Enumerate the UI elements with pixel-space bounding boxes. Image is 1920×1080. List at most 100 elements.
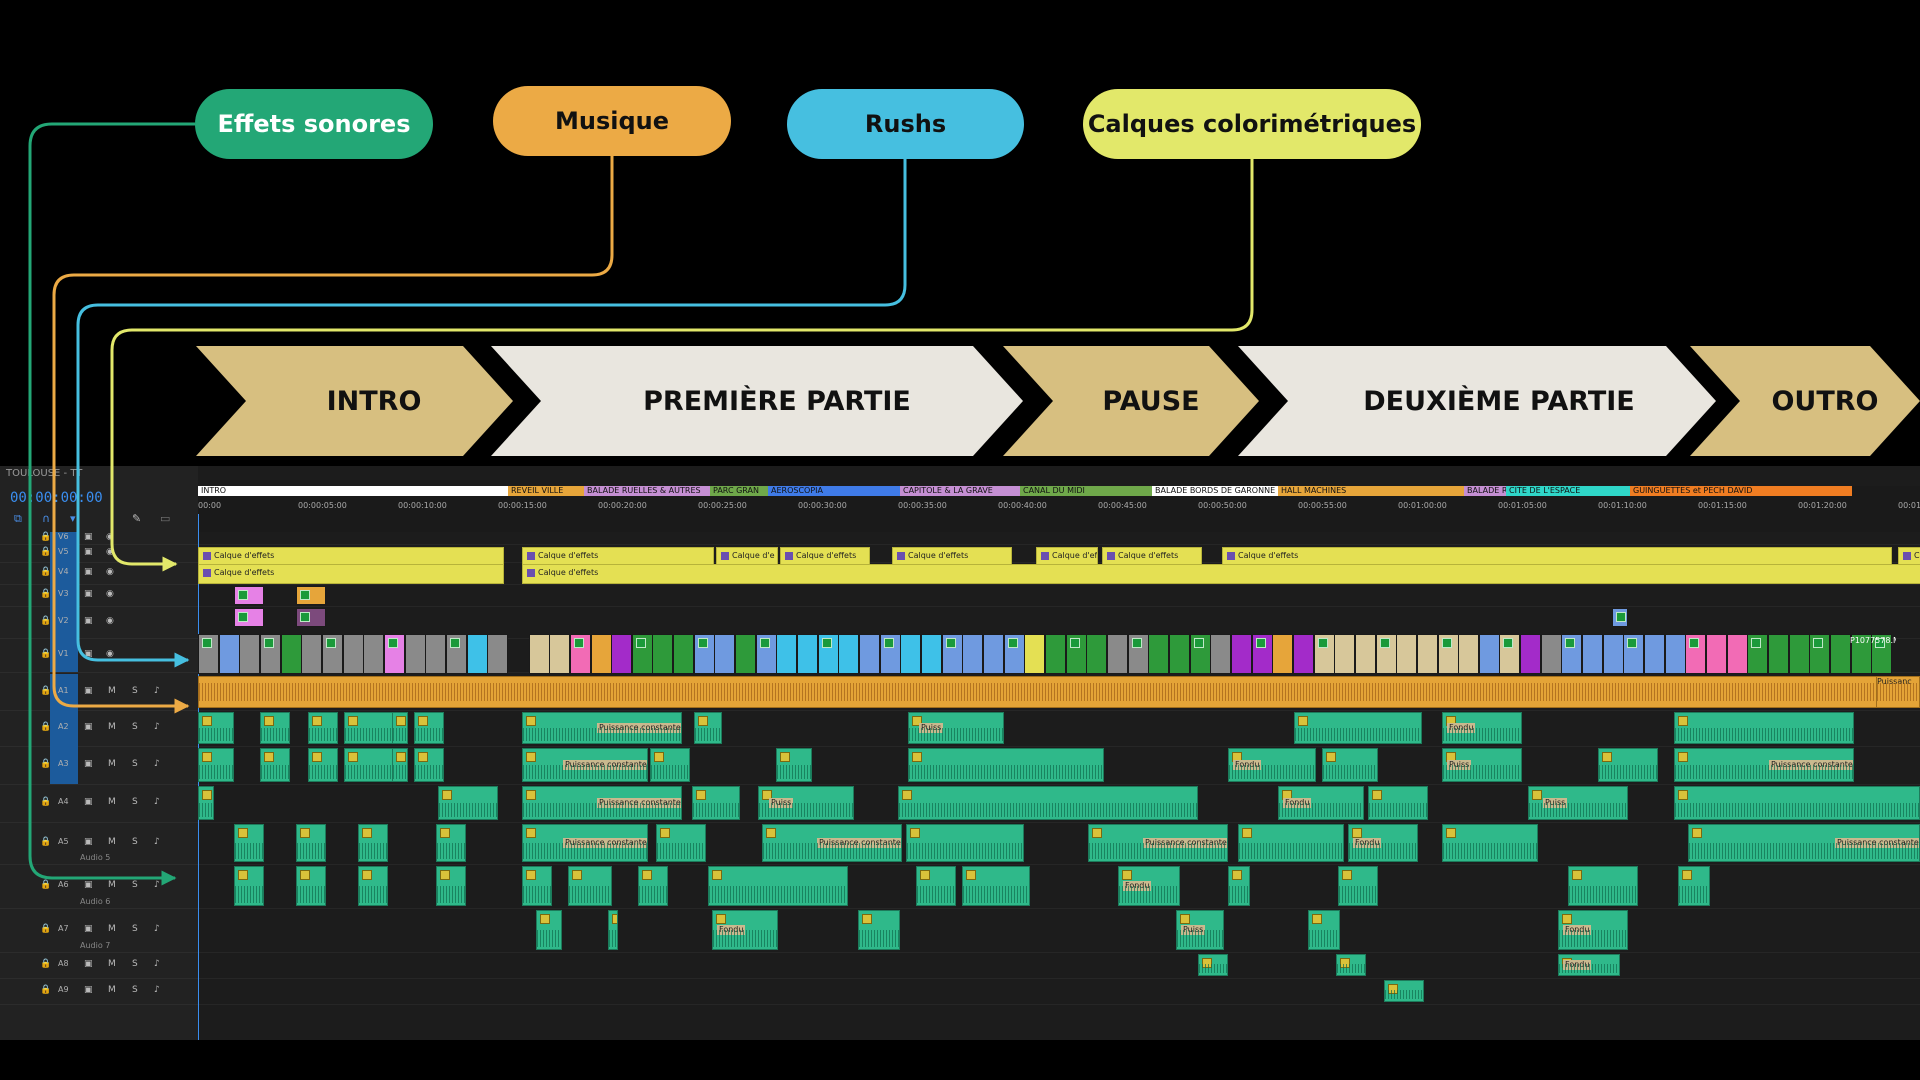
snap-icon[interactable]: ⧉ bbox=[14, 512, 22, 525]
marker-11[interactable]: GUINGUETTES et PECH DAVID bbox=[1630, 486, 1852, 496]
mic-icon[interactable]: ♪ bbox=[154, 797, 160, 807]
video-clip[interactable] bbox=[1437, 634, 1459, 674]
lock-icon[interactable]: 🔒 bbox=[40, 532, 52, 542]
video-clip[interactable] bbox=[1251, 634, 1273, 674]
mute-button[interactable]: M bbox=[108, 924, 116, 934]
video-clip[interactable] bbox=[404, 634, 426, 674]
marker-9[interactable]: BALADE RUE bbox=[1464, 486, 1506, 496]
video-clip[interactable] bbox=[1210, 634, 1232, 674]
mic-icon[interactable]: ♪ bbox=[154, 759, 160, 769]
film-icon[interactable]: ▣ bbox=[84, 532, 93, 542]
video-clip[interactable] bbox=[1106, 634, 1128, 674]
lock-icon[interactable]: 🔒 bbox=[40, 722, 52, 732]
lock-icon[interactable]: 🔒 bbox=[40, 759, 52, 769]
video-clip[interactable] bbox=[735, 634, 757, 674]
video-clip[interactable] bbox=[1478, 634, 1500, 674]
audio-clip[interactable]: Puiss bbox=[1176, 910, 1224, 950]
eye-icon[interactable]: ◉ bbox=[106, 616, 114, 626]
solo-button[interactable]: S bbox=[132, 959, 138, 969]
marker-3[interactable]: PARC GRAN bbox=[710, 486, 768, 496]
video-clip[interactable] bbox=[1416, 634, 1438, 674]
solo-button[interactable]: S bbox=[132, 985, 138, 995]
lock-icon[interactable]: 🔒 bbox=[40, 589, 52, 599]
video-clip[interactable] bbox=[1189, 634, 1211, 674]
audio-clip[interactable]: Puissance constante bbox=[1674, 748, 1854, 782]
audio-clip[interactable] bbox=[1442, 824, 1538, 862]
eye-icon[interactable]: ◉ bbox=[106, 547, 114, 557]
audio-clip[interactable] bbox=[1368, 786, 1428, 820]
video-clip[interactable] bbox=[859, 634, 881, 674]
video-clip[interactable] bbox=[1003, 634, 1025, 674]
audio-clip[interactable]: Fondu bbox=[1442, 712, 1522, 744]
lock-icon[interactable]: 🔒 bbox=[40, 686, 52, 696]
video-clip[interactable] bbox=[1768, 634, 1790, 674]
video-clip[interactable] bbox=[1024, 634, 1046, 674]
film-icon[interactable]: ▣ bbox=[84, 722, 93, 732]
video-clip[interactable] bbox=[321, 634, 343, 674]
audio-clip[interactable] bbox=[1678, 866, 1710, 906]
video-clip[interactable] bbox=[1540, 634, 1562, 674]
audio-clip[interactable]: Puissance constante bbox=[762, 824, 902, 862]
marker-0[interactable]: INTRO bbox=[198, 486, 508, 496]
audio-clip[interactable] bbox=[858, 910, 900, 950]
video-clip[interactable] bbox=[1272, 634, 1294, 674]
video-clip[interactable] bbox=[776, 634, 798, 674]
video-clip[interactable] bbox=[487, 634, 509, 674]
audio-clip[interactable] bbox=[414, 712, 444, 744]
timecode-display[interactable]: 00:00:00:00 bbox=[10, 490, 103, 506]
audio-clip[interactable] bbox=[1308, 910, 1340, 950]
audio-clip[interactable]: Puissance constante bbox=[1088, 824, 1228, 862]
audio-clip[interactable] bbox=[1674, 712, 1854, 744]
video-clip[interactable] bbox=[1664, 634, 1686, 674]
video-clip[interactable] bbox=[342, 634, 364, 674]
video-clip[interactable] bbox=[383, 634, 405, 674]
audio-clip[interactable] bbox=[1598, 748, 1658, 782]
video-clip[interactable] bbox=[296, 586, 326, 605]
video-clip[interactable] bbox=[1612, 608, 1628, 627]
video-clip[interactable] bbox=[962, 634, 984, 674]
film-icon[interactable]: ▣ bbox=[84, 924, 93, 934]
audio-clip[interactable] bbox=[898, 786, 1198, 820]
audio-clip[interactable] bbox=[608, 910, 618, 950]
audio-clip[interactable] bbox=[1384, 980, 1424, 1002]
marker-tool-icon[interactable]: ▾ bbox=[70, 512, 76, 525]
audio-clip[interactable] bbox=[1322, 748, 1378, 782]
eye-icon[interactable]: ◉ bbox=[106, 589, 114, 599]
mic-icon[interactable]: ♪ bbox=[154, 880, 160, 890]
video-clip[interactable] bbox=[673, 634, 695, 674]
audio-clip[interactable]: Puiss bbox=[758, 786, 854, 820]
mute-button[interactable]: M bbox=[108, 837, 116, 847]
lock-icon[interactable]: 🔒 bbox=[40, 616, 52, 626]
audio-clip[interactable]: Puiss bbox=[1442, 748, 1522, 782]
marker-5[interactable]: CAPITOLE & LA GRAVE bbox=[900, 486, 1020, 496]
video-clip[interactable] bbox=[1230, 634, 1252, 674]
adjustment-clip[interactable]: Calque d'effets bbox=[522, 564, 1920, 584]
marker-4[interactable]: AEROSCOPIA bbox=[768, 486, 900, 496]
audio-clip[interactable]: Fondu bbox=[1558, 954, 1620, 976]
film-icon[interactable]: ▣ bbox=[84, 959, 93, 969]
film-icon[interactable]: ▣ bbox=[84, 616, 93, 626]
audio-clip[interactable] bbox=[392, 748, 408, 782]
mic-icon[interactable]: ♪ bbox=[154, 924, 160, 934]
video-clip[interactable] bbox=[1623, 634, 1645, 674]
audio-clip[interactable] bbox=[962, 866, 1030, 906]
audio-clip[interactable] bbox=[308, 712, 338, 744]
video-clip[interactable] bbox=[528, 634, 550, 674]
mute-button[interactable]: M bbox=[108, 797, 116, 807]
video-clip[interactable] bbox=[1045, 634, 1066, 674]
marker-6[interactable]: CANAL DU MIDI bbox=[1020, 486, 1152, 496]
mic-icon[interactable]: ♪ bbox=[154, 985, 160, 995]
video-clip[interactable] bbox=[755, 634, 777, 674]
audio-clip[interactable]: Puiss bbox=[1528, 786, 1628, 820]
music-clip[interactable] bbox=[198, 676, 1880, 708]
audio-clip[interactable] bbox=[656, 824, 706, 862]
lock-icon[interactable]: 🔒 bbox=[40, 797, 52, 807]
audio-clip[interactable]: Fondu bbox=[1228, 748, 1316, 782]
video-clip[interactable] bbox=[549, 634, 571, 674]
captions-icon[interactable]: ▭ bbox=[160, 512, 171, 525]
solo-button[interactable]: S bbox=[132, 924, 138, 934]
video-clip[interactable] bbox=[466, 634, 488, 674]
lock-icon[interactable]: 🔒 bbox=[40, 649, 52, 659]
audio-clip[interactable] bbox=[708, 866, 848, 906]
